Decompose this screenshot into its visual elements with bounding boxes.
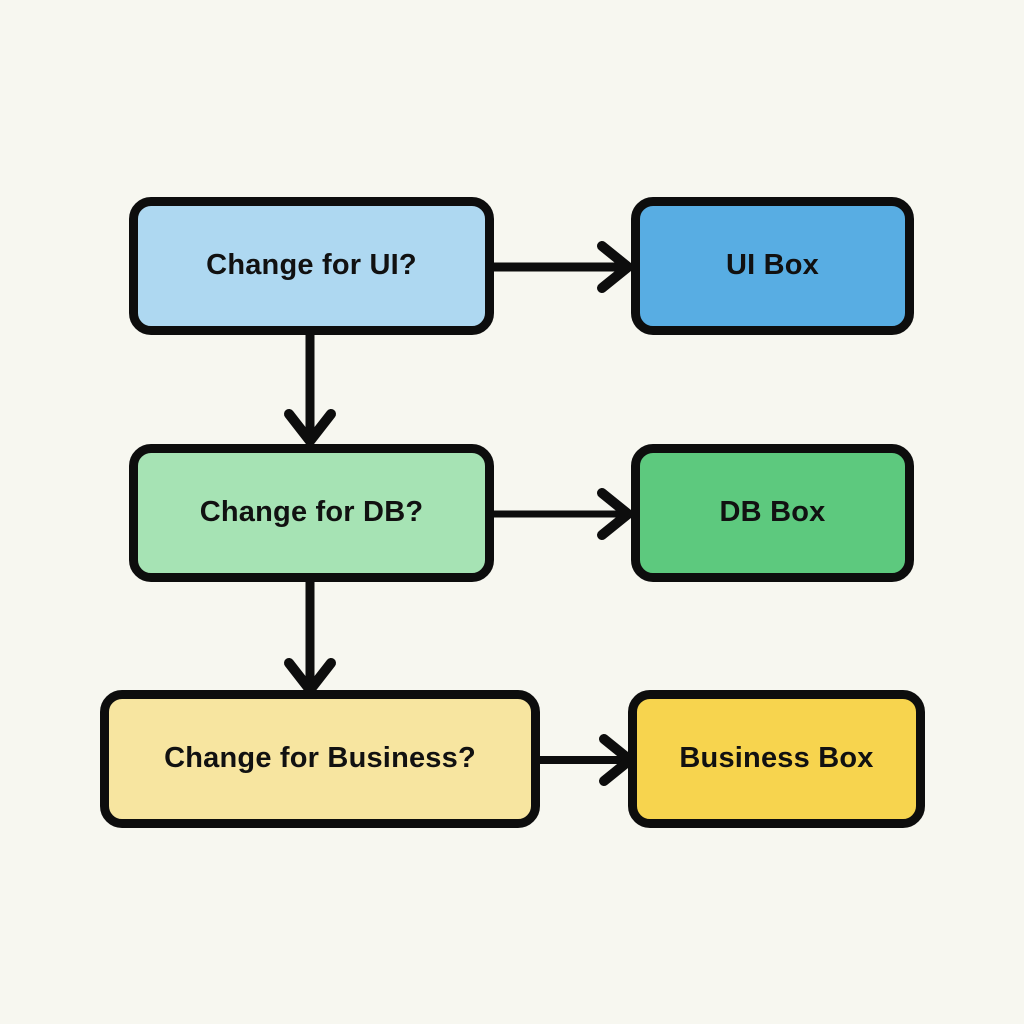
node-db-box-label: DB Box (719, 496, 826, 529)
node-change-for-db[interactable]: Change for DB? (129, 444, 494, 582)
node-ui-box-label: UI Box (725, 249, 820, 282)
node-db-box[interactable]: DB Box (631, 444, 914, 582)
edge-change-ui-to-ui-box (488, 241, 633, 293)
node-change-for-ui[interactable]: Change for UI? (129, 197, 494, 335)
edge-change-db-to-change-business (284, 575, 336, 695)
node-business-box-label: Business Box (679, 742, 874, 775)
node-change-for-db-label: Change for DB? (199, 496, 424, 529)
node-change-for-business-label: Change for Business? (164, 742, 476, 775)
edge-change-ui-to-change-db (284, 328, 336, 446)
node-business-box[interactable]: Business Box (628, 690, 925, 828)
edge-change-business-to-business-box (534, 734, 635, 786)
node-change-for-business[interactable]: Change for Business? (100, 690, 540, 828)
edge-change-db-to-db-box (488, 488, 633, 540)
node-change-for-ui-label: Change for UI? (206, 249, 417, 282)
node-ui-box[interactable]: UI Box (631, 197, 914, 335)
